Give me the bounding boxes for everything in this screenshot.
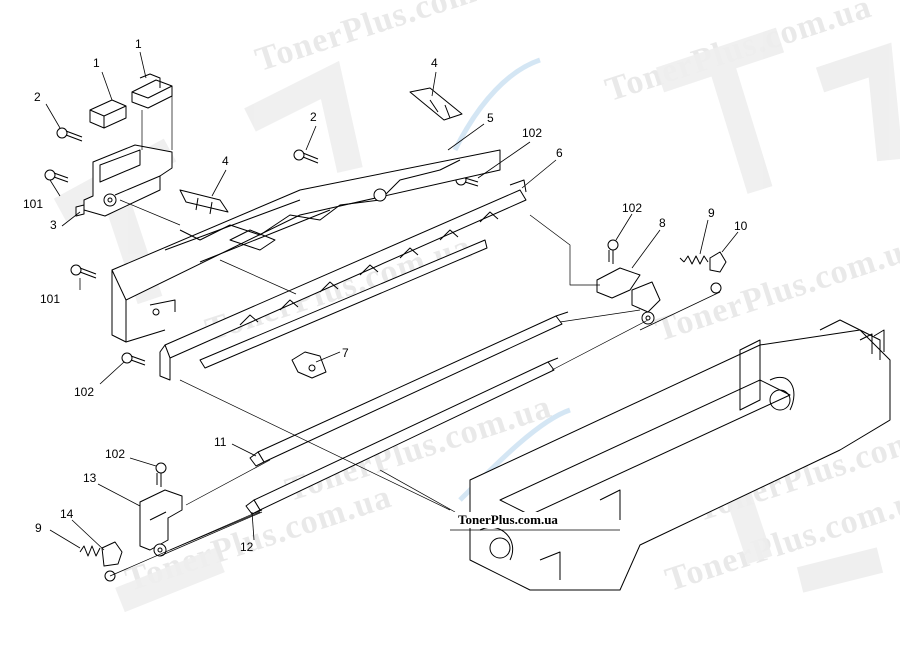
callout-label: 9: [35, 521, 42, 535]
part-3-side-bracket: [75, 144, 173, 217]
part-9-spring-left: [79, 545, 101, 557]
part-9-spring: [679, 255, 709, 265]
part-12-roller: [245, 357, 559, 515]
callout-label: 12: [240, 540, 254, 554]
part-6-rail: [159, 179, 527, 381]
part-11-roller: [249, 311, 569, 467]
watermark-swoosh: [452, 57, 571, 502]
screw-icon: [70, 264, 97, 279]
part-1-connector-b: [131, 73, 173, 109]
callout-label: 14: [60, 507, 74, 521]
callout-label: 3: [50, 218, 57, 232]
fuser-unit-assembly: [469, 319, 891, 591]
assembly-guide-lines: [109, 90, 721, 577]
part-1-connector-a: [89, 99, 127, 129]
callout-label: 11: [214, 435, 227, 449]
callout-label: 4: [431, 56, 438, 70]
callout-label: 9: [708, 206, 715, 220]
part-13-lower-bracket: [139, 489, 183, 557]
callout-label: 1: [135, 37, 142, 51]
site-label: TonerPlus.com.ua: [452, 512, 564, 528]
callout-label: 102: [522, 126, 543, 140]
callout-label: 7: [342, 346, 349, 360]
screw-icon: [121, 352, 146, 366]
callout-label: 10: [734, 219, 748, 233]
part-4-guide-right: [409, 87, 463, 121]
callout-label: 102: [622, 201, 643, 215]
callout-label: 101: [40, 292, 61, 306]
screw-icon: [607, 239, 619, 264]
callout-label: 102: [105, 447, 126, 461]
callout-label: 2: [310, 110, 317, 124]
part-7-bracket: [291, 351, 327, 379]
callout-label: 13: [83, 471, 97, 485]
screw-icon: [56, 127, 83, 142]
callout-label: 6: [556, 146, 563, 160]
part-4-guide-left: [179, 189, 229, 215]
part-5-upper-frame: [111, 149, 501, 343]
callout-label: 5: [487, 111, 494, 125]
screw-icon: [155, 462, 167, 487]
callout-label: 102: [74, 385, 95, 399]
screw-icon: [44, 169, 69, 183]
callout-label: 8: [659, 216, 666, 230]
callout-leader-lines: [45, 51, 739, 551]
part-8-right-bracket: [596, 267, 661, 325]
callout-label: 4: [222, 154, 229, 168]
screw-icon: [293, 149, 319, 164]
callout-label: 101: [23, 197, 44, 211]
callout-label: 1: [93, 56, 100, 70]
callout-label: 2: [34, 90, 41, 104]
part-10-bearing: [709, 251, 727, 294]
